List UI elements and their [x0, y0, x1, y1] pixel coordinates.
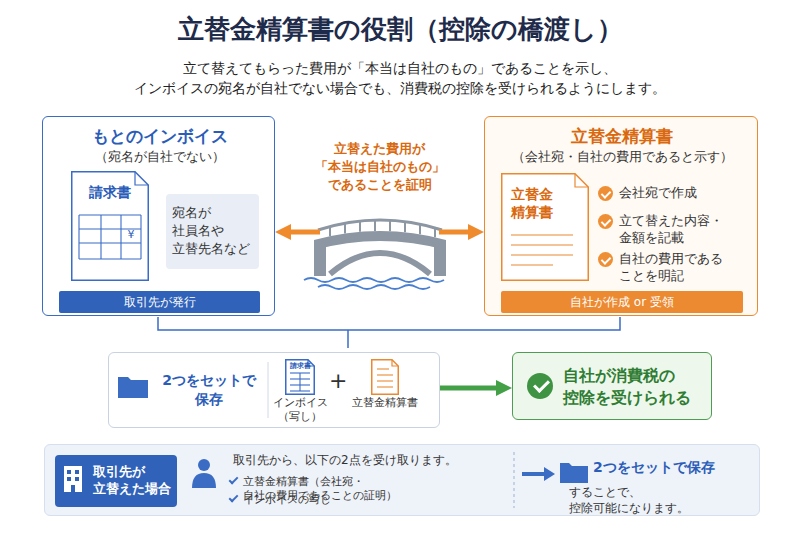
document-icon: 立替金 精算書 [501, 173, 589, 281]
document-caption: インボイス （写し） [260, 396, 340, 424]
bridge-arch [330, 253, 430, 274]
bridge-post [389, 220, 391, 231]
separator-line [268, 362, 269, 418]
check-item: 会社宛で作成 [619, 185, 749, 202]
result-text: 自社が消費税の 控除を受けられる [563, 365, 705, 408]
case-panel: 取引先から、以下の2点を受け取ります。立替金精算書（会社宛・自社の費用であること… [44, 444, 760, 516]
band-text: 取引先が発行 [59, 294, 260, 310]
panel-text: 取引先から、以下の2点を受け取ります。 [233, 452, 533, 468]
save-panel: 2つをセットで 保存請求書インボイス （写し）立替金精算書 [108, 352, 440, 428]
document-outline [372, 360, 399, 395]
case-label-box: 取引先が 立替えた場合 [55, 455, 177, 507]
document-line [78, 215, 79, 259]
building-window [75, 477, 79, 481]
document-icon: 立替金精算書 [371, 359, 399, 395]
water-wave [318, 285, 430, 289]
panel-heading: 2つをセットで保存 [593, 458, 753, 477]
bridge-post [404, 222, 406, 233]
result-box: 自社が消費税の 控除を受けられる [512, 352, 712, 420]
document-line [511, 254, 573, 255]
callout-box: 宛名が 社員名や 立替先名など [166, 194, 259, 269]
person-body [192, 473, 216, 488]
document-line [377, 380, 393, 381]
folder-icon [560, 463, 588, 483]
document-title: 立替金 精算書 [511, 185, 571, 221]
document-line [79, 214, 141, 215]
document-line [511, 264, 553, 265]
connector-arrow [283, 230, 476, 235]
building-door [71, 485, 75, 492]
document-outline [72, 172, 149, 281]
panel-text: することで、控除可能になります。 [569, 485, 757, 516]
folder-icon [118, 377, 148, 398]
check-item: 自社の費用である ことを明記 [619, 251, 749, 285]
currency-mark: ¥ [123, 228, 139, 243]
document-line [79, 242, 141, 243]
document-line [79, 258, 141, 259]
bracket-line [158, 317, 620, 330]
creator-band: 自社が作成 or 受領 [501, 291, 743, 313]
document-line [377, 386, 393, 387]
document-line [100, 215, 101, 259]
connector-arrow [440, 386, 504, 391]
issuer-band: 取引先が発行 [59, 291, 260, 313]
document-line [140, 215, 141, 259]
document-line [377, 368, 389, 369]
panel-text: 2つをセットで 保存 [153, 371, 265, 409]
bridge-post [419, 224, 421, 234]
box-text: 取引先が 立替えた場合 [93, 464, 173, 498]
check-item: 立て替えた内容・ 金額を記載 [619, 213, 749, 247]
building-window [75, 470, 79, 474]
bridge-post [344, 223, 346, 233]
arrow-shaft [522, 472, 546, 476]
band-text: 自社が作成 or 受領 [501, 294, 743, 310]
caption-text: 立て替えてもらった費用が「本当は自社のもの」であることを示し、 インボイスの宛名… [120, 58, 680, 99]
bridge-post [329, 227, 331, 237]
box-heading: もとのインボイス [43, 125, 276, 148]
bridge-pillar [314, 244, 326, 276]
box-heading: 立替金精算書 [485, 125, 759, 148]
title-text: 立替金精算書の役割（控除の橋渡し） [0, 12, 800, 47]
document-caption: 立替金精算書 [345, 396, 425, 410]
document-line [120, 215, 121, 259]
bracket-tick [347, 330, 349, 348]
check-item: インボイスの写し [243, 492, 513, 506]
building-icon [64, 466, 82, 492]
water-wave [304, 278, 444, 282]
callout-text: 宛名が 社員名や 立替先名など [172, 204, 253, 259]
document-title: 請求書 [71, 183, 149, 202]
box-subheading: （会社宛・自社の費用であると示す） [485, 149, 759, 166]
bridge-post [359, 221, 361, 232]
box-subheading: （宛名が自社でない） [43, 149, 276, 166]
statement-box: 立替金精算書（会社宛・自社の費用であると示す） 会社宛で作成立て替えた内容・ 金額… [484, 116, 758, 316]
bridge-deck [314, 231, 446, 250]
bridge-pillar [434, 244, 446, 276]
document-fold [135, 172, 148, 185]
document-title: 請求書 [285, 363, 315, 370]
document-line [299, 373, 300, 391]
document-icon: 請求書インボイス （写し） [285, 359, 315, 395]
document-outline [371, 359, 399, 395]
document-line [377, 374, 393, 375]
document-line [511, 244, 573, 245]
document-outline [286, 360, 315, 395]
document-fold [575, 174, 588, 187]
bridge-post [434, 228, 436, 237]
document-outline [502, 174, 589, 281]
plus-sign: + [329, 368, 347, 394]
document-icon: 請求書 ¥ [71, 171, 149, 281]
building-window [67, 470, 71, 474]
arrow-head [544, 467, 555, 481]
dashed-divider [514, 452, 515, 508]
building-window [67, 477, 71, 481]
document-fold [392, 360, 398, 366]
edge-label: 立替えた費用が 「本当は自社のもの」 であることを証明 [305, 140, 455, 195]
bridge-rail [318, 220, 442, 230]
invoice-box: もとのインボイス（宛名が自社でない） 請求書 ¥ 宛名が 社員名や 立替先名など取引先… [42, 116, 275, 316]
document-line [511, 234, 573, 235]
person-head [198, 459, 210, 471]
bridge-post [374, 220, 376, 231]
